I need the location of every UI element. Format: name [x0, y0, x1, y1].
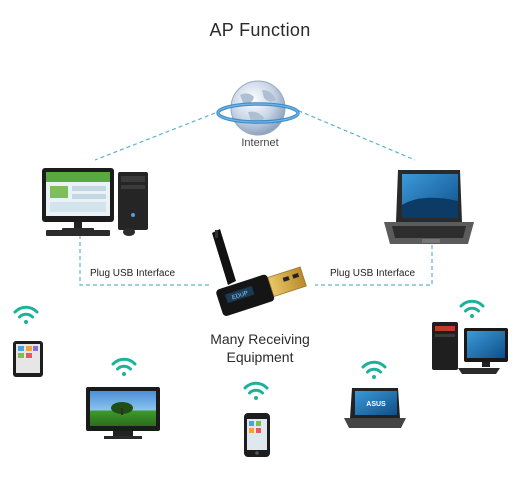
- internet-label: Internet: [241, 137, 279, 149]
- notebook-icon: ASUS: [344, 388, 406, 428]
- svg-text:EDUP: EDUP: [231, 291, 249, 302]
- wifi-icon: [111, 357, 137, 376]
- desktop-pc-icon: [42, 168, 148, 236]
- usb-adapter-icon: EDUP: [212, 229, 307, 316]
- network-lines: [79, 107, 433, 286]
- phone-icon: [244, 413, 270, 457]
- usb-interface-label-left: Plug USB Interface: [90, 268, 176, 279]
- tablet-icon: [13, 341, 43, 377]
- svg-text:ASUS: ASUS: [366, 401, 386, 408]
- usb-interface-label-right: Plug USB Interface: [330, 268, 416, 279]
- wifi-icon: [13, 305, 39, 324]
- wifi-icon: [361, 360, 387, 379]
- globe-icon: [216, 80, 300, 136]
- line-laptop-to-adapter: [315, 245, 433, 286]
- tv-icon: [86, 387, 160, 439]
- receiving-equipment-line1: Many Receiving: [210, 331, 310, 347]
- wifi-icon: [243, 381, 269, 400]
- page-title: AP Function: [209, 20, 311, 40]
- pc-workstation-icon: [432, 322, 508, 374]
- receiving-equipment-label: Many Receiving Equipment: [180, 330, 340, 366]
- line-internet-to-desktop: [94, 107, 229, 161]
- wifi-icon: [459, 299, 485, 318]
- laptop-icon: [384, 170, 474, 244]
- line-internet-to-laptop: [291, 107, 416, 161]
- receiving-equipment-line2: Equipment: [226, 349, 294, 365]
- line-desktop-to-adapter: [79, 235, 210, 286]
